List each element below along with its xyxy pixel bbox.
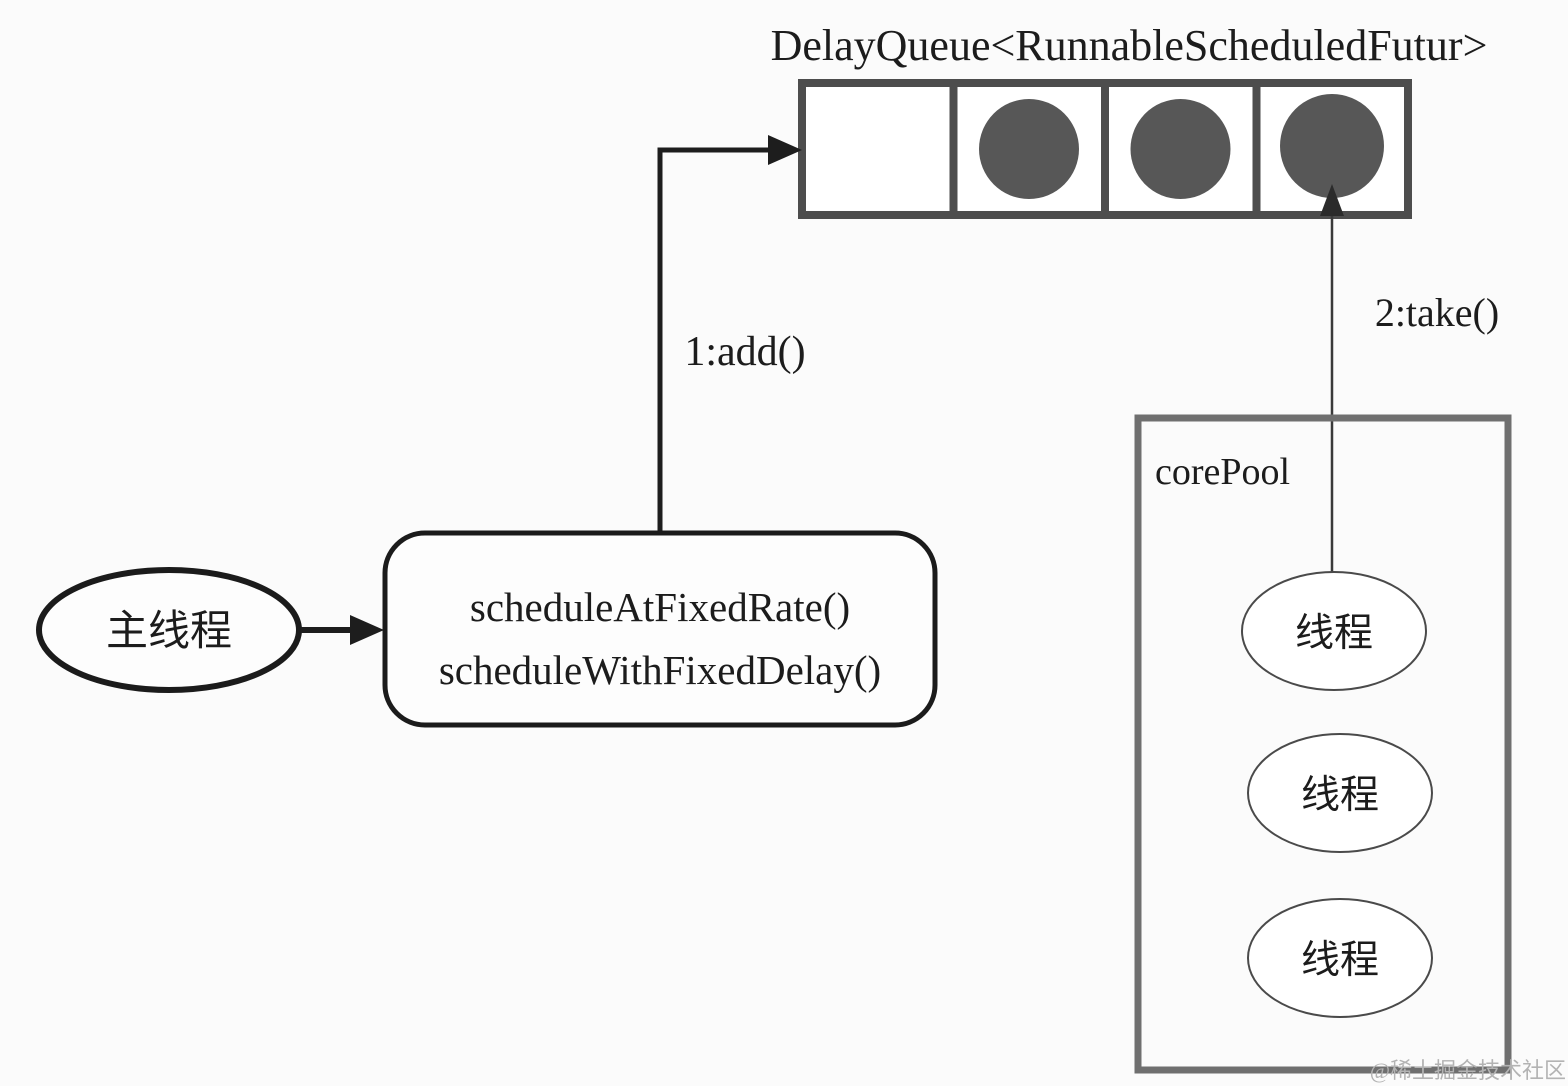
main-thread-ellipse — [36, 567, 302, 693]
add-arrow — [657, 135, 802, 535]
queue-item-circle — [979, 99, 1079, 199]
add-arrow-head — [768, 135, 802, 165]
main-thread-label: 主线程 — [106, 609, 232, 655]
thread-ellipse — [1247, 898, 1433, 1018]
scheduler-method-line2: scheduleWithFixedDelay() — [439, 647, 881, 693]
thread-ellipse — [1247, 733, 1433, 853]
delay-queue — [798, 79, 1412, 219]
queue-item-circle — [1280, 94, 1384, 198]
thread-label: 线程 — [1301, 774, 1379, 817]
queue-item-circle — [1130, 99, 1231, 199]
take-edge-label: 2:take() — [1375, 290, 1499, 335]
watermark: @稀土掘金技术社区 — [1370, 1058, 1566, 1083]
thread-label: 线程 — [1301, 939, 1379, 982]
add-edge-label: 1:add() — [684, 329, 805, 375]
core-pool-label: corePool — [1155, 451, 1290, 493]
main-to-scheduler-arrow — [301, 615, 384, 645]
thread-ellipse-group: 线程 线程 线程 — [1241, 571, 1433, 1018]
take-arrow — [1320, 184, 1344, 573]
add-arrow-line — [657, 147, 788, 535]
main-to-scheduler-arrow-head — [350, 615, 384, 645]
scheduler-box — [382, 530, 938, 728]
thread-ellipse — [1241, 571, 1427, 691]
thread-label: 线程 — [1295, 612, 1373, 655]
core-pool-box — [1134, 414, 1512, 1074]
take-arrow-head — [1320, 184, 1344, 216]
scheduler-method-line1: scheduleAtFixedRate() — [470, 584, 850, 630]
delay-queue-title: DelayQueue<RunnableScheduledFutur> — [771, 21, 1488, 70]
